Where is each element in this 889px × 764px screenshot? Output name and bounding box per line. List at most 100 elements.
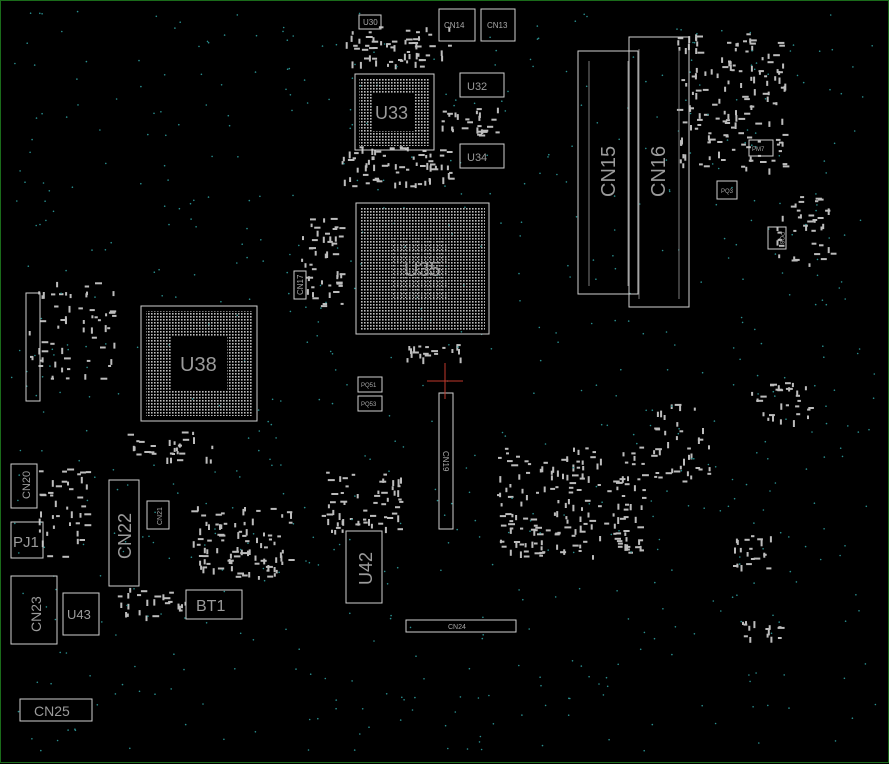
- smd-pad: [506, 452, 509, 455]
- smd-pad: [708, 132, 712, 135]
- smd-pad: [198, 555, 203, 557]
- via: [731, 596, 734, 598]
- via: [753, 582, 755, 584]
- via: [779, 202, 781, 205]
- smd-pad: [579, 525, 582, 532]
- smd-pad: [368, 519, 370, 526]
- via: [666, 490, 668, 492]
- smd-pad: [552, 466, 555, 473]
- smd-pad: [509, 549, 512, 556]
- via: [523, 182, 526, 185]
- via: [115, 98, 118, 100]
- smd-pad: [680, 141, 683, 145]
- via: [349, 538, 351, 541]
- smd-pad: [584, 499, 591, 502]
- smd-pad: [270, 507, 277, 510]
- smd-pad: [338, 235, 344, 238]
- smd-pad: [718, 151, 720, 159]
- smd-pad: [277, 535, 281, 538]
- via: [772, 614, 774, 617]
- via: [271, 398, 274, 401]
- smd-pad: [777, 389, 784, 392]
- smd-pad: [363, 518, 367, 521]
- smd-pad: [431, 350, 438, 353]
- via: [665, 331, 668, 333]
- via: [727, 505, 730, 508]
- smd-pad: [355, 523, 361, 526]
- label-u34: U34: [467, 152, 487, 164]
- u34-outline: [459, 143, 505, 169]
- smd-pad: [31, 356, 34, 361]
- smd-pad: [778, 254, 781, 259]
- via: [205, 622, 208, 624]
- cn21-outline: [146, 500, 170, 530]
- via: [126, 484, 129, 486]
- via: [816, 274, 819, 277]
- via: [422, 384, 424, 387]
- via: [547, 156, 549, 158]
- via: [390, 356, 393, 359]
- via: [117, 393, 120, 395]
- via: [494, 64, 497, 66]
- via: [606, 424, 609, 427]
- smd-pad: [523, 555, 530, 558]
- via: [783, 674, 785, 676]
- cn13-outline: [480, 8, 516, 42]
- smd-pad: [756, 399, 764, 402]
- via: [51, 348, 54, 351]
- smd-pad: [709, 138, 716, 141]
- via: [386, 583, 389, 585]
- via: [42, 182, 45, 184]
- smd-pad: [136, 440, 140, 443]
- via: [24, 181, 26, 183]
- smd-pad: [566, 456, 569, 462]
- smd-pad: [808, 407, 814, 409]
- via: [588, 675, 590, 678]
- smd-pad: [576, 460, 580, 463]
- smd-pad: [766, 633, 769, 638]
- smd-pad: [540, 546, 543, 551]
- smd-pad: [724, 86, 727, 92]
- via: [267, 420, 270, 423]
- smd-pad: [694, 127, 699, 130]
- smd-pad: [634, 516, 637, 523]
- smd-pad: [579, 544, 582, 549]
- smd-pad: [84, 285, 90, 288]
- smd-pad: [777, 637, 782, 639]
- via: [254, 71, 257, 73]
- smd-pad: [202, 555, 209, 558]
- via: [627, 320, 630, 322]
- smd-pad: [431, 168, 439, 171]
- via: [306, 341, 309, 344]
- via: [600, 423, 603, 426]
- smd-pad: [78, 307, 83, 310]
- smd-pad: [749, 42, 756, 45]
- smd-pad: [162, 594, 165, 601]
- via: [851, 717, 854, 719]
- smd-pad: [663, 415, 666, 420]
- via: [764, 440, 767, 443]
- via: [298, 648, 301, 650]
- via: [377, 188, 379, 191]
- via: [121, 683, 124, 686]
- via: [221, 569, 224, 571]
- smd-pad: [197, 538, 204, 541]
- smd-pad: [674, 403, 682, 406]
- smd-pad: [499, 476, 502, 483]
- smd-pad: [744, 538, 750, 541]
- via: [693, 41, 696, 44]
- smd-pad: [84, 524, 92, 527]
- via: [601, 501, 603, 504]
- smd-pad: [152, 615, 160, 618]
- via: [247, 542, 249, 544]
- smd-pad: [62, 555, 70, 558]
- smd-pad: [446, 165, 449, 171]
- smd-pad: [61, 347, 64, 355]
- smd-pad: [556, 470, 559, 477]
- via: [873, 373, 876, 375]
- via: [207, 41, 210, 44]
- smd-pad: [342, 477, 348, 480]
- via: [453, 104, 455, 107]
- smd-pad: [780, 403, 783, 410]
- via: [754, 132, 757, 134]
